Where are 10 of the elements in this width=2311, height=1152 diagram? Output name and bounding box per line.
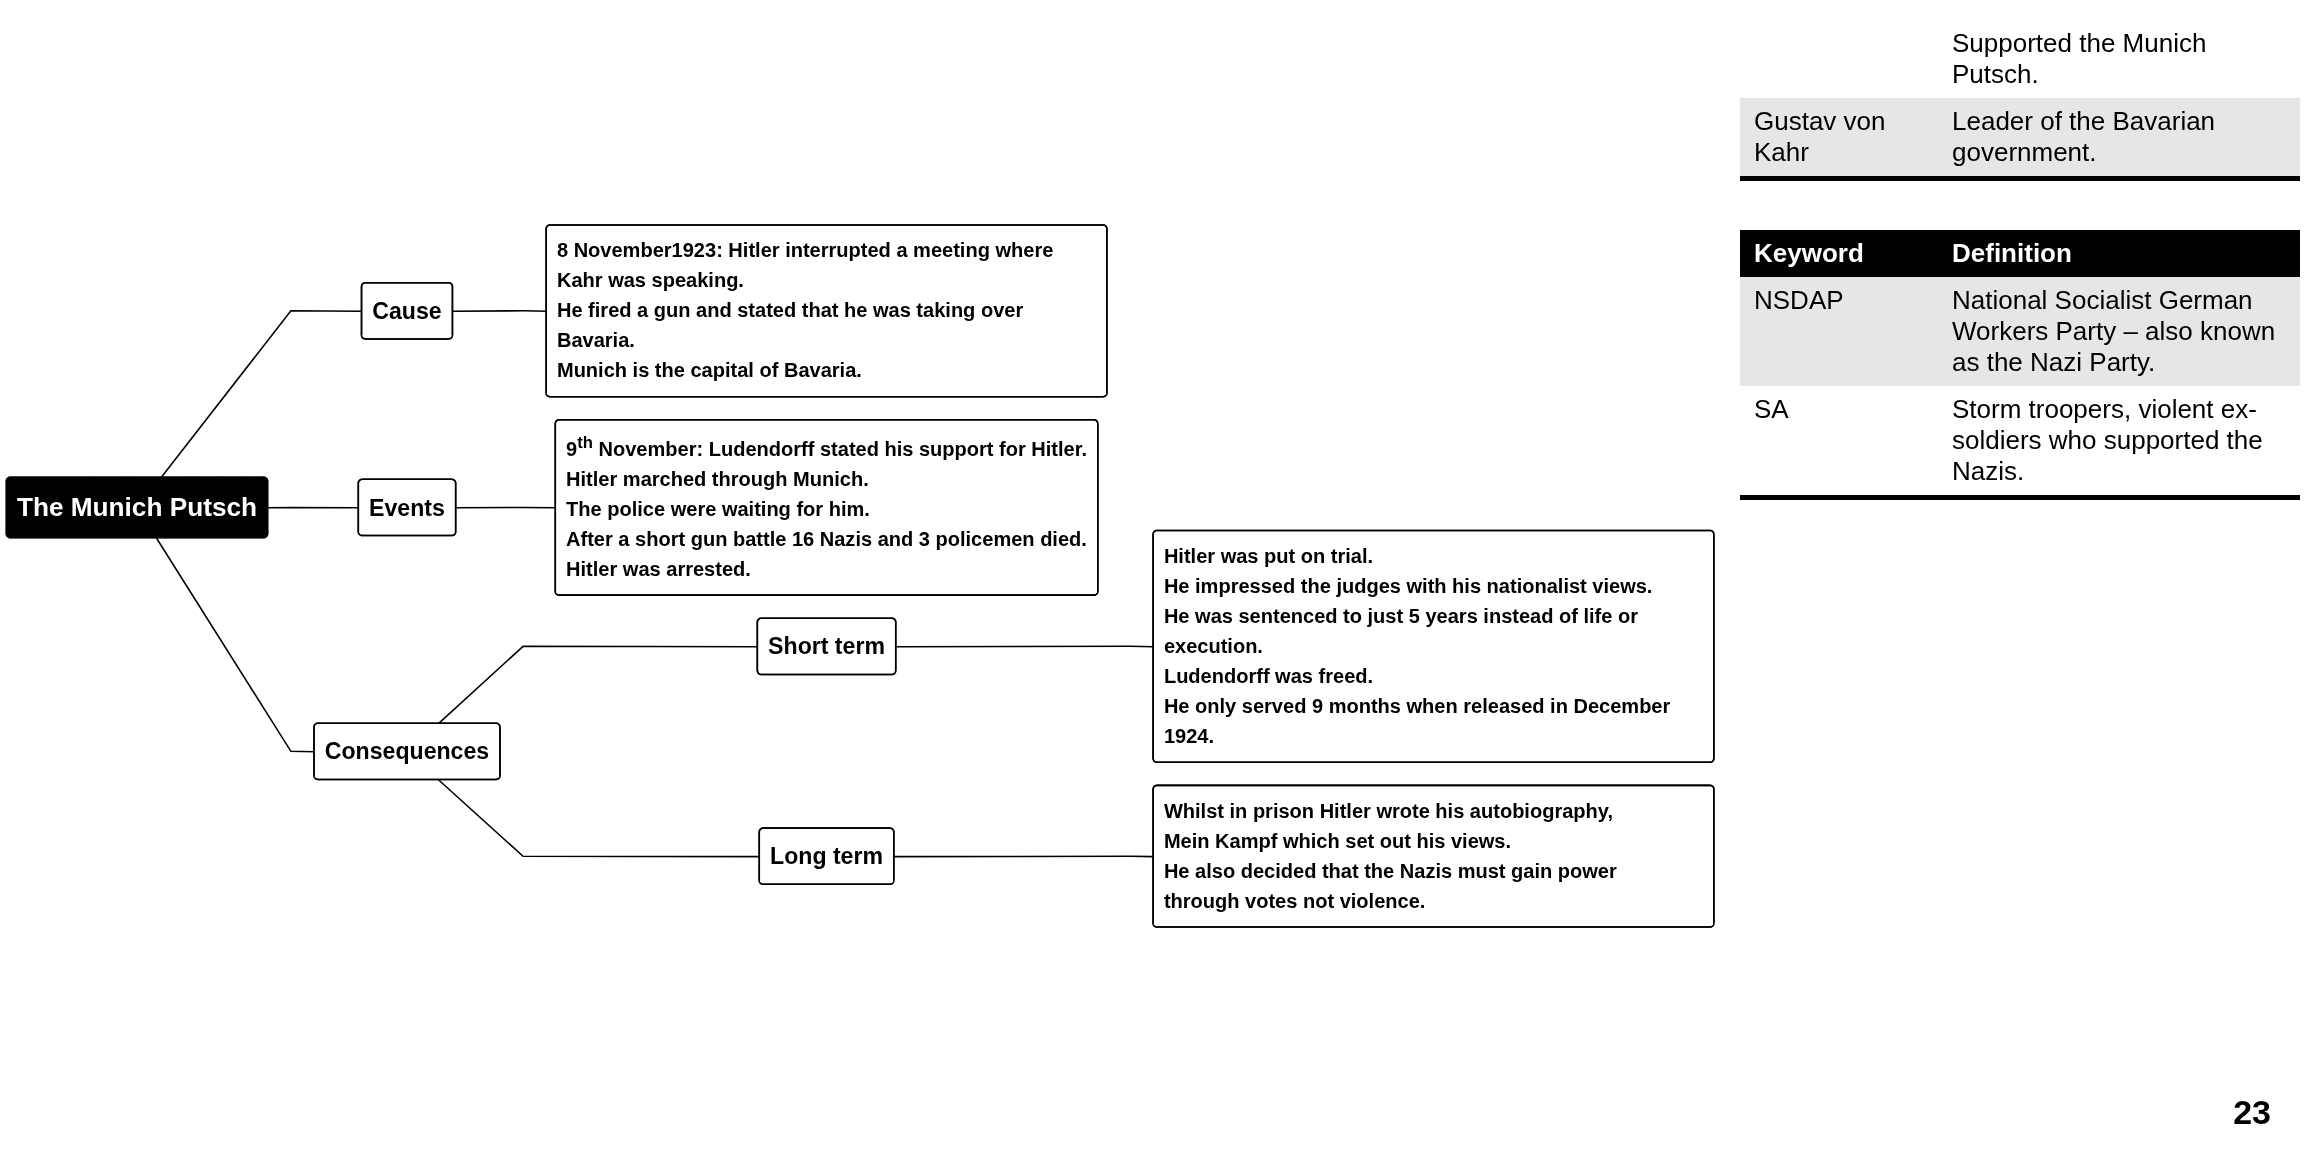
column-header: Keyword: [1740, 230, 1938, 277]
definition-text: National Socialist German Workers Party – also known as the Nazi Party.: [1938, 277, 2300, 386]
definition-text: Supported the Munich Putsch.: [1938, 20, 2300, 98]
keyword-text: Gustav von Kahr: [1740, 98, 1938, 179]
column-header: Definition: [1938, 230, 2300, 277]
definition-text: Leader of the Bavarian government.: [1938, 98, 2300, 179]
keyword-text: SA: [1740, 386, 1938, 498]
page-number: 23: [2233, 1093, 2271, 1132]
keyword-text: NSDAP: [1740, 277, 1938, 386]
definition-text: Storm troopers, violent ex-soldiers who supported the Nazis.: [1938, 386, 2300, 498]
